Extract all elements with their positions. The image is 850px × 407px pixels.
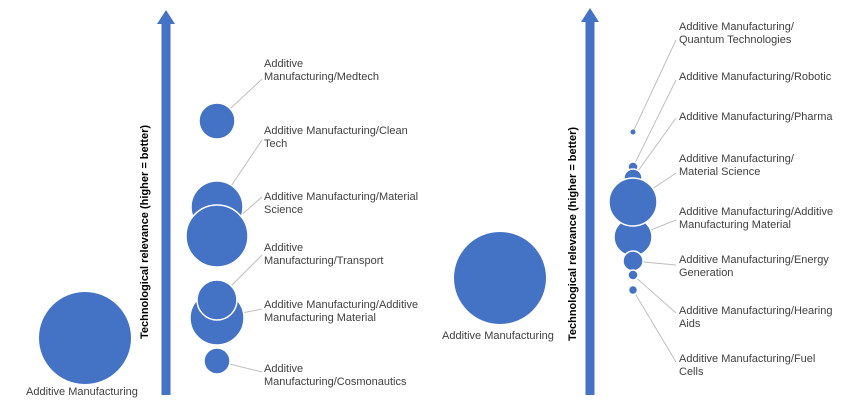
- label-left-am-material: Additive Manufacturing/Additive Manufact…: [264, 299, 419, 324]
- label-left-cosmonautics: Additive Manufacturing/Cosmonautics: [264, 363, 407, 388]
- base-bubble-right: [454, 232, 546, 324]
- label-left-medtech: Additive Manufacturing/Medtech: [264, 58, 379, 83]
- label-right-quantum: Additive Manufacturing/ Quantum Technolo…: [679, 21, 794, 46]
- bubble-medtech: [198, 102, 236, 140]
- bubble-hearing: [627, 269, 639, 281]
- label-left-clean-tech: Additive Manufacturing/Clean Tech: [264, 125, 408, 150]
- label-left-transport: Additive Manufacturing/Transport: [264, 242, 384, 267]
- bubble-quantum: [630, 129, 636, 135]
- label-right-am-material: Additive Manufacturing/Additive Manufact…: [679, 206, 834, 231]
- relevance-arrowhead-right: [581, 8, 599, 22]
- label-right-robotic: Additive Manufacturing/Robotic: [679, 71, 832, 83]
- bubbles-left: [185, 102, 249, 375]
- base-label-left: Additive Manufacturing: [26, 386, 138, 398]
- axis-title-left: Technological relevance (higher = better…: [139, 124, 151, 340]
- label-right-fuel: Additive Manufacturing/Fuel Cells: [679, 353, 816, 378]
- base-label-right: Additive Manufacturing: [442, 330, 554, 342]
- label-right-hearing: Additive Manufacturing/Hearing Aids: [679, 305, 833, 330]
- bubble-material-science: [185, 204, 249, 268]
- bubble-fuel: [627, 284, 639, 296]
- base-bubble-left: [39, 292, 131, 384]
- axis-title-right: Technological relevance (higher = better…: [567, 126, 579, 342]
- label-right-pharma: Additive Manufacturing/Pharma: [679, 111, 833, 123]
- bubbles-right: [608, 129, 658, 296]
- label-right-energy: Additive Manufacturing/Energy Generation: [679, 254, 829, 279]
- bubble-r-material-science: [608, 177, 658, 227]
- label-right-material-science: Additive Manufacturing/ Material Science: [679, 153, 794, 178]
- bubble-transport: [196, 279, 238, 321]
- bubble-energy: [622, 250, 644, 272]
- relevance-arrowhead-left: [157, 10, 175, 24]
- bubble-cosmonautics: [203, 347, 231, 375]
- label-left-material-science: Additive Manufacturing/Material Science: [264, 191, 419, 216]
